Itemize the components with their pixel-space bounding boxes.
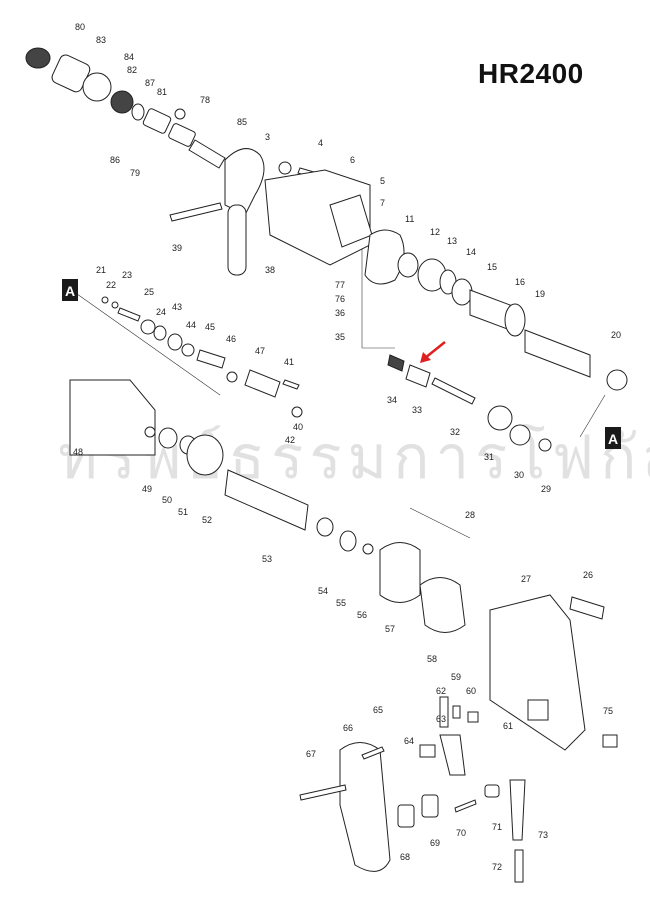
part-label-86: 86 [110,155,120,165]
part-label-58: 58 [427,654,437,664]
part-label-72: 72 [492,862,502,872]
part-label-33: 33 [412,405,422,415]
part-label-26: 26 [583,570,593,580]
part-label-55: 55 [336,598,346,608]
part-label-15: 15 [487,262,497,272]
part-label-65: 65 [373,705,383,715]
part-label-44: 44 [186,320,196,330]
gear-housing [264,169,405,285]
part-label-70: 70 [456,828,466,838]
part-label-64: 64 [404,736,414,746]
part-label-25: 25 [144,287,154,297]
part-label-73: 73 [538,830,548,840]
part-label-13: 13 [447,236,457,246]
part-label-28: 28 [465,510,475,520]
part-label-36: 36 [335,308,345,318]
part-label-60: 60 [466,686,476,696]
part-label-41: 41 [284,357,294,367]
part-label-45: 45 [205,322,215,332]
part-label-54: 54 [318,586,328,596]
part-label-38: 38 [265,265,275,275]
motor-housing [69,379,224,476]
part-label-34: 34 [387,395,397,405]
model-title: HR2400 [478,58,584,89]
highlight-arrow [420,341,446,363]
part-label-48: 48 [73,447,83,457]
part-label-46: 46 [226,334,236,344]
part-label-40: 40 [293,422,303,432]
part-label-66: 66 [343,723,353,733]
part-label-67: 67 [306,749,316,759]
part-label-24: 24 [156,307,166,317]
part-label-57: 57 [385,624,395,634]
svg-text:A: A [608,431,618,447]
part-label-56: 56 [357,610,367,620]
part-label-5: 5 [380,176,385,186]
part-number-labels: 3456711121314151619202122232425262728293… [73,22,621,872]
part-label-4: 4 [318,138,323,148]
part-label-78: 78 [200,95,210,105]
part-label-75: 75 [603,706,613,716]
part-label-84: 84 [124,52,134,62]
field-stator [379,507,471,633]
part-label-7: 7 [380,198,385,208]
section-tag-right: A [605,427,621,449]
spindle-assembly [397,252,628,391]
part-label-21: 21 [96,265,106,275]
part-label-77: 77 [335,280,345,290]
part-label-71: 71 [492,822,502,832]
part-label-6: 6 [350,155,355,165]
part-label-11: 11 [405,214,414,224]
switch-parts [419,696,618,776]
part-label-32: 32 [450,427,460,437]
part-label-63: 63 [436,714,446,724]
part-label-82: 82 [127,65,137,75]
clutch-assembly [387,354,552,452]
svg-text:A: A [65,283,75,299]
watermark-text: ทรัพย์ธรรมการโฟกัส [58,423,650,493]
part-label-12: 12 [430,227,440,237]
part-label-29: 29 [541,484,551,494]
chuck-assembly [25,47,226,169]
part-label-42: 42 [285,435,295,445]
part-label-49: 49 [142,484,152,494]
part-label-30: 30 [514,470,524,480]
part-label-22: 22 [106,280,116,290]
part-label-85: 85 [237,117,247,127]
part-label-35: 35 [335,332,345,342]
part-label-59: 59 [451,672,461,682]
part-label-47: 47 [255,346,265,356]
part-label-50: 50 [162,495,172,505]
part-label-43: 43 [172,302,182,312]
part-label-80: 80 [75,22,85,32]
part-label-19: 19 [535,289,545,299]
intermediate-shaft-parts [101,296,303,418]
part-label-16: 16 [515,277,525,287]
part-label-23: 23 [122,270,132,280]
part-label-68: 68 [400,852,410,862]
part-label-79: 79 [130,168,140,178]
part-label-51: 51 [178,507,188,517]
handle-grip [299,742,526,883]
part-label-87: 87 [145,78,155,88]
part-label-14: 14 [466,247,476,257]
section-tag-left: A [62,279,78,301]
part-label-20: 20 [611,330,621,340]
armature [224,469,374,555]
part-label-3: 3 [265,132,270,142]
part-label-76: 76 [335,294,345,304]
part-label-52: 52 [202,515,212,525]
main-housing [489,594,605,751]
part-label-62: 62 [436,686,446,696]
part-label-69: 69 [430,838,440,848]
part-label-61: 61 [503,721,513,731]
part-label-53: 53 [262,554,272,564]
part-label-81: 81 [157,87,167,97]
part-label-39: 39 [172,243,182,253]
part-label-31: 31 [484,452,494,462]
part-label-83: 83 [96,35,106,45]
part-label-27: 27 [521,574,531,584]
